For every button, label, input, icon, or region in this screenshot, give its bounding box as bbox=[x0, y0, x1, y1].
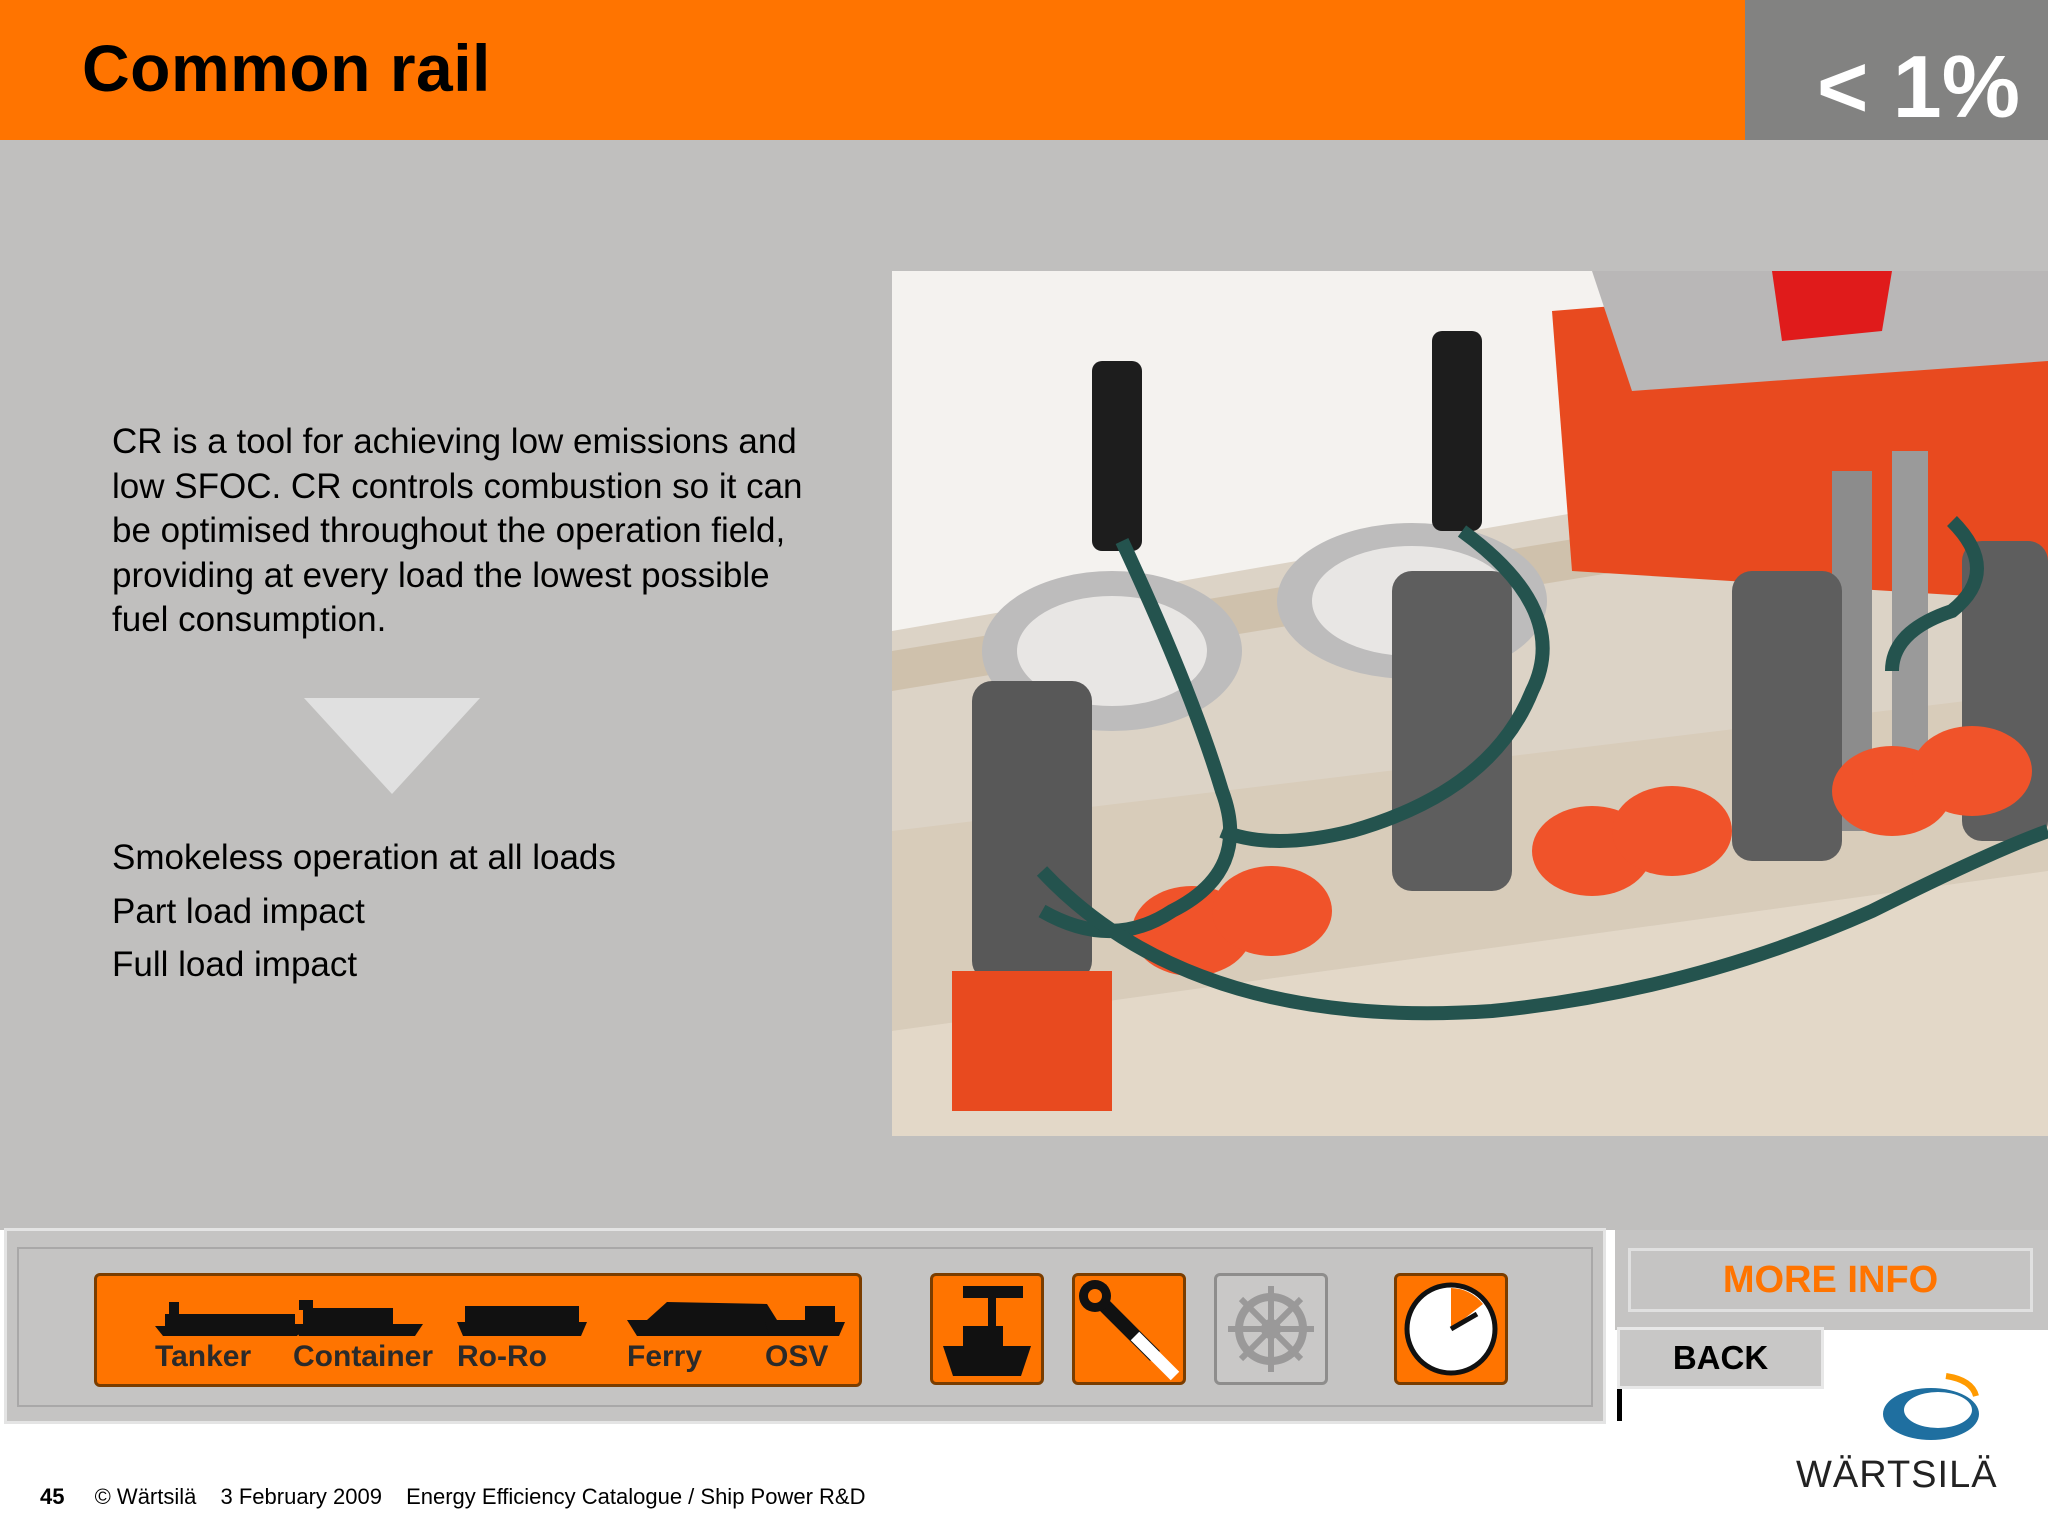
bottom-nav-bar bbox=[4, 1228, 1606, 1424]
nav-frame bbox=[17, 1247, 1593, 1407]
wartsila-logo-text: WÄRTSILÄ bbox=[1796, 1454, 1998, 1496]
impact-item: Full load impact bbox=[112, 945, 358, 984]
maintenance-button[interactable] bbox=[1072, 1273, 1186, 1385]
common-rail-engine-image bbox=[892, 271, 2048, 1136]
impact-badge: < 1% bbox=[1745, 0, 2048, 140]
clock-timer-icon bbox=[1404, 1282, 1498, 1376]
ship-tanker-label: Tanker bbox=[155, 1340, 252, 1373]
ship-type-selector[interactable]: Tanker Container Ro-Ro Ferry OSV bbox=[94, 1273, 862, 1387]
ferry-ship-icon bbox=[627, 1302, 807, 1336]
payback-time-button[interactable] bbox=[1394, 1273, 1508, 1385]
footer-catalogue: Energy Efficiency Catalogue / Ship Power… bbox=[406, 1484, 866, 1509]
ship-port-crane-icon bbox=[943, 1286, 1031, 1376]
impact-list: Smokeless operation at all loads Part lo… bbox=[112, 838, 616, 999]
roro-ship-icon bbox=[457, 1306, 587, 1336]
title-bar: Common rail bbox=[0, 0, 1745, 140]
back-button[interactable]: BACK bbox=[1617, 1327, 1824, 1389]
description-paragraph: CR is a tool for achieving low emissions… bbox=[112, 422, 803, 639]
ship-osv[interactable]: OSV bbox=[765, 1306, 845, 1374]
more-info-button[interactable]: MORE INFO bbox=[1628, 1248, 2033, 1312]
page-title: Common rail bbox=[82, 31, 491, 105]
footer: 45 © Wärtsilä 3 February 2009 Energy Eff… bbox=[40, 1484, 883, 1510]
ship-roro-label: Ro-Ro bbox=[457, 1340, 547, 1373]
ship-ferry[interactable]: Ferry bbox=[627, 1302, 807, 1374]
ship-container[interactable]: Container bbox=[293, 1300, 434, 1374]
wrench-icon bbox=[1079, 1280, 1180, 1381]
impact-item: Part load impact bbox=[112, 891, 365, 931]
down-arrow-icon bbox=[304, 698, 480, 794]
ship-ferry-label: Ferry bbox=[627, 1340, 703, 1373]
ship-tanker[interactable]: Tanker bbox=[155, 1302, 305, 1374]
page-number: 45 bbox=[40, 1484, 65, 1509]
back-button-shadow bbox=[1617, 1389, 1622, 1421]
container-ship-icon bbox=[293, 1300, 423, 1336]
impact-item: Smokeless operation at all loads bbox=[112, 838, 616, 877]
ship-wheel-icon bbox=[1228, 1286, 1314, 1372]
tanker-ship-icon bbox=[155, 1302, 305, 1336]
ship-roro[interactable]: Ro-Ro bbox=[457, 1306, 587, 1374]
ship-container-label: Container bbox=[293, 1340, 434, 1373]
port-operations-button[interactable] bbox=[930, 1273, 1044, 1385]
ship-osv-label: OSV bbox=[765, 1340, 829, 1373]
wartsila-logo-icon bbox=[1883, 1373, 1979, 1440]
osv-ship-icon bbox=[765, 1306, 845, 1336]
operations-button[interactable] bbox=[1214, 1273, 1328, 1385]
copyright: © Wärtsilä bbox=[94, 1484, 197, 1509]
footer-date: 3 February 2009 bbox=[220, 1484, 382, 1509]
impact-badge-value: < 1% bbox=[1816, 37, 2020, 136]
